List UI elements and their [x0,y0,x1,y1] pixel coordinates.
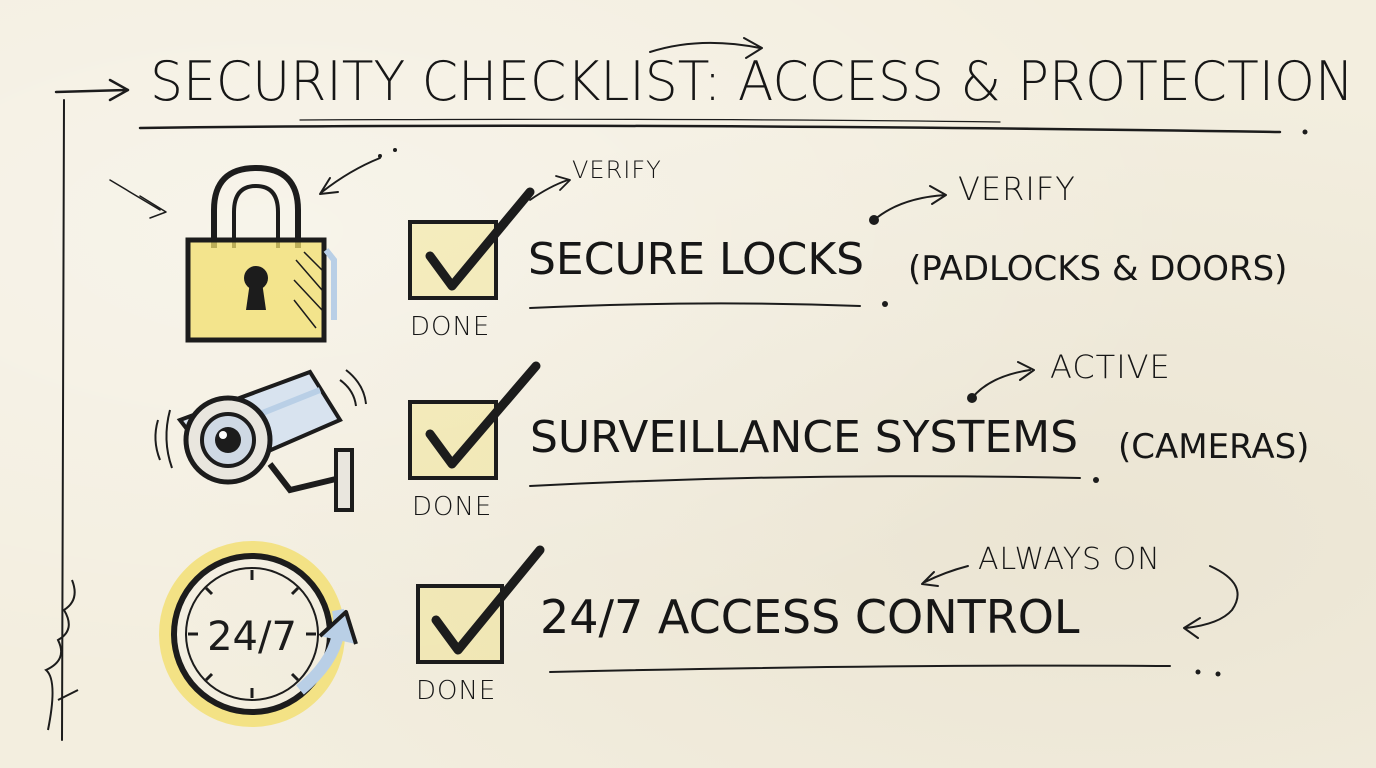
row3-always-arrow-left [921,565,969,587]
checkbox-1 [408,187,535,300]
frame-arrow-top [54,78,130,102]
signature-scribble [44,579,79,731]
clock-24-7-icon: 24/7 [159,541,358,727]
row3-label: 24/7 Access Control [540,590,1080,644]
page-title: Security Checklist: Access & Protection [150,50,1354,114]
check1-verify-arrow [529,175,571,201]
row2-active-note: Active [1050,348,1171,386]
checkbox-2 [408,361,541,480]
row3-always-arrow-right [1183,565,1239,639]
row3-status: Done [416,676,497,706]
lock-arrow [319,157,381,195]
row2-active-arrow [971,361,1035,399]
row2-label: Surveillance Systems [530,412,1079,463]
scribble-left [109,179,167,219]
row1-label: Secure Locks [528,234,865,285]
row1-status: Done [410,312,491,342]
security-camera-icon [154,369,367,512]
row1-underline [529,302,861,309]
title-underline-2 [299,118,1001,123]
row1-verify-arrow [873,185,947,221]
clock-24-7-text: 24/7 [207,614,297,660]
checkbox-1-verify-note: Verify [572,156,662,184]
title-underline [138,124,1282,134]
row2-status: Done [412,492,493,522]
row1-verify-note: Verify [958,170,1076,208]
title-arrow [649,37,763,59]
row2-underline [529,475,1081,487]
checkboxes [408,187,545,664]
row2-detail: (Cameras) [1118,427,1310,467]
frame-line-vertical [61,99,65,741]
row1-detail: (Padlocks & Doors) [908,249,1288,289]
padlock-icon [185,164,337,343]
checkbox-3 [416,545,545,664]
row3-always-on-note: Always On [978,542,1161,577]
row3-underline [549,664,1171,673]
